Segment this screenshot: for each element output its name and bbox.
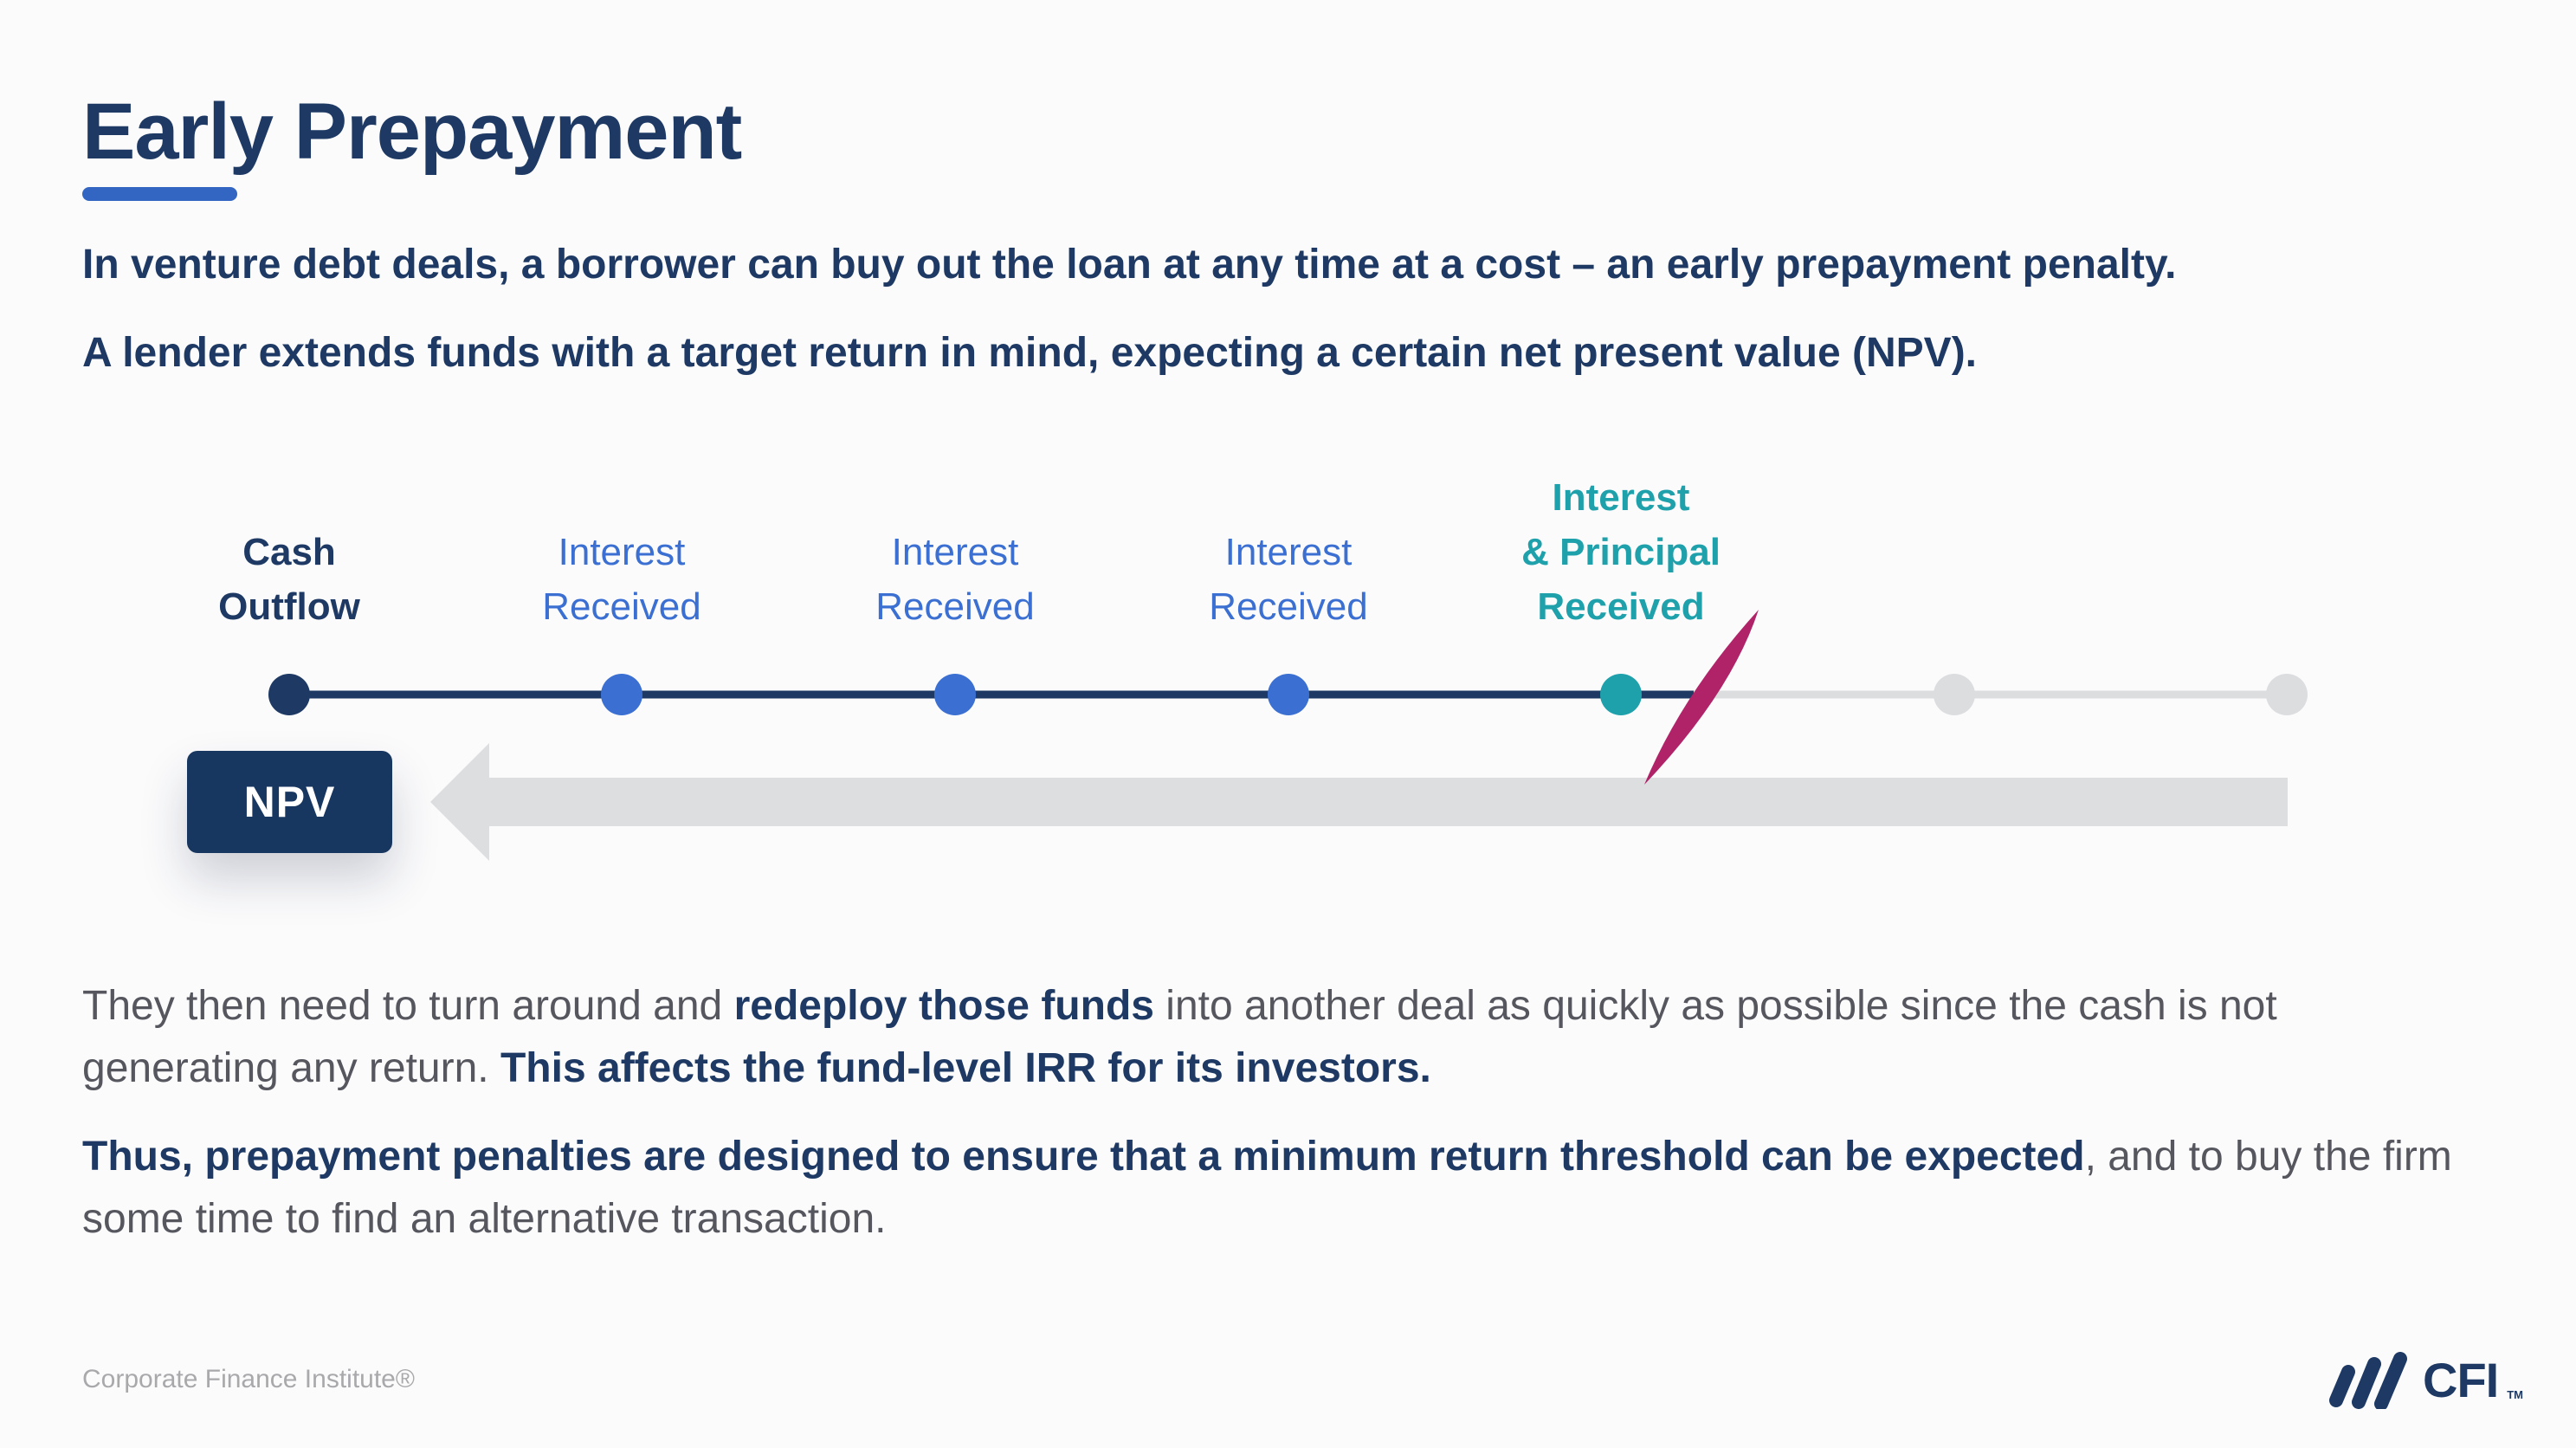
node-label-line: Interest bbox=[558, 531, 686, 573]
body-text-emphasis: Thus, prepayment penalties are designed … bbox=[82, 1134, 2085, 1180]
intro-line-1: In venture debt deals, a borrower can bu… bbox=[82, 242, 2177, 288]
node-label-line: & Principal bbox=[1521, 531, 1721, 573]
node-label-interest-principal: Interest & Principal Received bbox=[1422, 470, 1820, 634]
node-label-line: Received bbox=[542, 585, 701, 628]
node-label-interest-2: Interest Received bbox=[756, 525, 1154, 634]
body-text-emphasis: This affects the fund-level IRR for its … bbox=[500, 1045, 1431, 1091]
node-label-interest-3: Interest Received bbox=[1089, 525, 1488, 634]
page-title: Early Prepayment bbox=[82, 87, 742, 176]
body-text: They then need to turn around and bbox=[82, 983, 734, 1029]
node-label-interest-1: Interest Received bbox=[423, 525, 821, 634]
cfi-logo-text: CFI bbox=[2423, 1353, 2499, 1407]
node-label-line: Received bbox=[875, 585, 1035, 628]
timeline-node-dot-cash-outflow bbox=[268, 674, 310, 715]
npv-arrow bbox=[430, 743, 2288, 861]
body-text: , and to buy the firm some time to find … bbox=[82, 1134, 2452, 1242]
timeline-node-dot-interest-2 bbox=[934, 674, 976, 715]
timeline-node-dot-interest-3 bbox=[1268, 674, 1309, 715]
node-label-line: Interest bbox=[1224, 531, 1353, 573]
node-label-line: Received bbox=[1209, 585, 1368, 628]
node-label-line: Interest bbox=[891, 531, 1019, 573]
cfi-logo-bars-icon bbox=[2329, 1352, 2407, 1409]
cfi-logo: CFI TM bbox=[2326, 1351, 2523, 1410]
node-label-line: Cash bbox=[242, 531, 336, 573]
npv-box: NPV bbox=[187, 751, 392, 853]
footer-credit: Corporate Finance Institute® bbox=[82, 1365, 415, 1393]
body-text-emphasis: redeploy those funds bbox=[733, 983, 1154, 1029]
body-paragraph-1: They then need to turn around and redepl… bbox=[82, 975, 2455, 1100]
timeline-node-dot-principal bbox=[1600, 674, 1642, 715]
node-label-cash-outflow: Cash Outflow bbox=[90, 525, 488, 634]
node-label-line: Interest bbox=[1552, 476, 1690, 519]
cfi-logo-trademark: TM bbox=[2507, 1388, 2523, 1401]
timeline-node-dot-future-2 bbox=[2266, 674, 2308, 715]
npv-label: NPV bbox=[243, 778, 336, 826]
title-underline-accent bbox=[82, 187, 237, 201]
intro-line-2: A lender extends funds with a target ret… bbox=[82, 330, 1978, 376]
body-text: into another deal as quickly as possible… bbox=[82, 983, 2277, 1091]
timeline-node-dot-future-1 bbox=[1934, 674, 1975, 715]
node-label-line: Received bbox=[1537, 585, 1705, 628]
body-paragraph-2: Thus, prepayment penalties are designed … bbox=[82, 1126, 2455, 1251]
timeline-node-dot-interest-1 bbox=[601, 674, 642, 715]
node-label-line: Outflow bbox=[218, 585, 360, 628]
prepayment-cutoff-slash bbox=[1644, 610, 1759, 785]
